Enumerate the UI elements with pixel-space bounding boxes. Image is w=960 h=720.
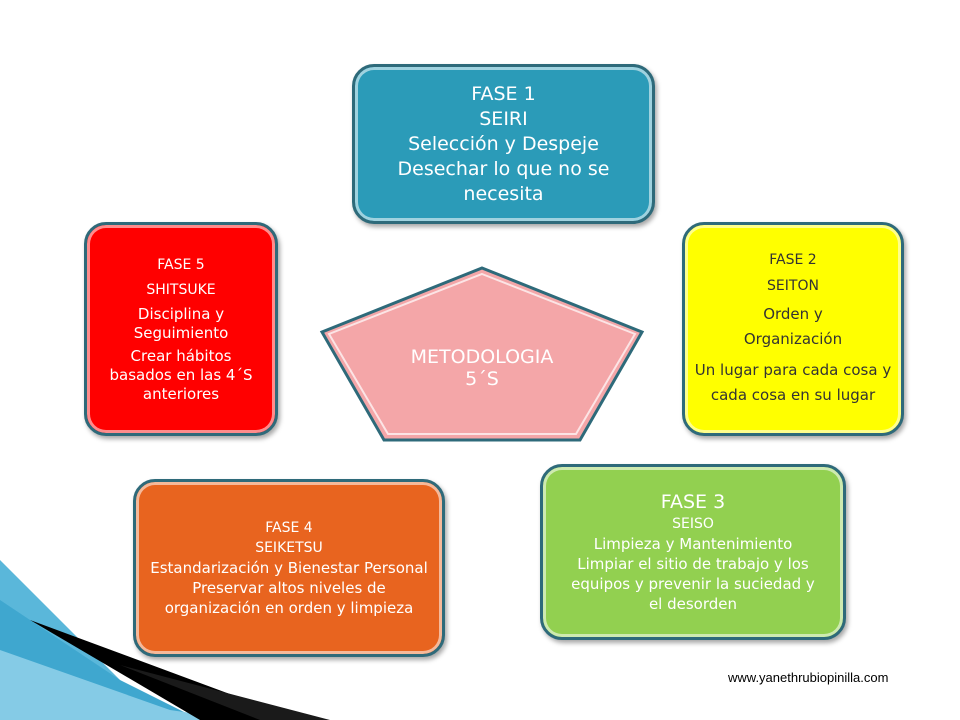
fase-1-label: FASE 1 (471, 82, 536, 105)
fase-3-name: SEISO (672, 516, 714, 532)
center-label: METODOLOGIA 5´S (366, 346, 598, 390)
fase-5-title: Disciplina y Seguimiento (133, 304, 229, 342)
center-label-line2: 5´S (465, 368, 499, 390)
fase-2-label: FASE 2 (769, 252, 817, 268)
fase-3-box: FASE 3 SEISO Limpieza y Mantenimiento Li… (540, 464, 846, 640)
fase-4-title: Estandarización y Bienestar Personal (150, 559, 428, 577)
fase-2-name: SEITON (767, 278, 819, 294)
fase-2-title: Orden y Organización (743, 305, 843, 348)
fase-1-desc-line2: necesita (463, 182, 544, 205)
fase-1-title: Selección y Despeje (408, 132, 599, 155)
fase-3-desc: Limpiar el sitio de trabajo y los equipo… (571, 555, 815, 613)
fase-5-desc: Crear hábitos basados en las 4´S anterio… (109, 346, 253, 403)
fase-2-box: FASE 2 SEITON Orden y Organización Un lu… (682, 222, 904, 436)
watermark-url: www.yanethrubiopinilla.com (728, 670, 889, 685)
fase-1-desc-line1: Desechar lo que no se (397, 157, 610, 180)
fase-5-name: SHITSUKE (146, 281, 216, 298)
center-label-line1: METODOLOGIA (410, 346, 554, 368)
fase-1-name: SEIRI (479, 107, 528, 130)
fase-5-box: FASE 5 SHITSUKE Disciplina y Seguimiento… (84, 222, 278, 436)
corner-decoration (0, 560, 330, 720)
fase-4-desc: Preservar altos niveles de organización … (164, 579, 414, 617)
fase-3-title: Limpieza y Mantenimiento (593, 535, 793, 553)
fase-2-desc: Un lugar para cada cosa y cada cosa en s… (694, 361, 892, 404)
fase-3-label: FASE 3 (660, 491, 726, 513)
center-pentagon (319, 266, 645, 442)
fase-1-box: FASE 1 SEIRI Selección y Despeje Desecha… (352, 64, 655, 224)
fase-4-name: SEIKETSU (255, 540, 323, 556)
fase-4-label: FASE 4 (265, 520, 313, 536)
fase-4-box: FASE 4 SEIKETSU Estandarización y Bienes… (133, 479, 445, 657)
fase-5-label: FASE 5 (157, 256, 205, 273)
